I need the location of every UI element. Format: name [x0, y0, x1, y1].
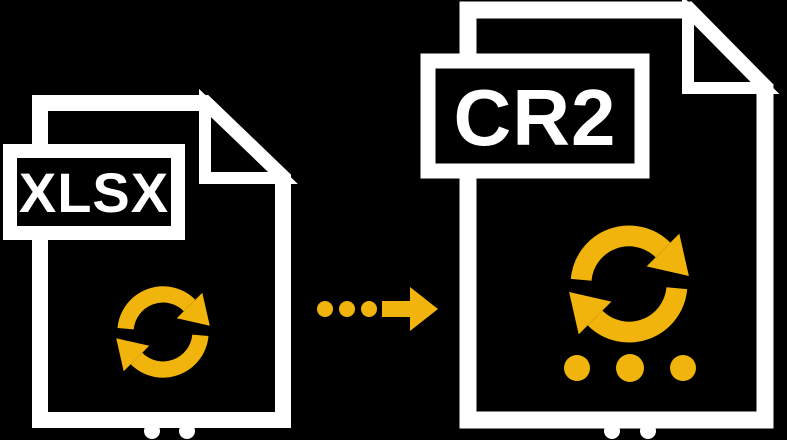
target-sync-icon [569, 225, 689, 343]
dot [144, 423, 160, 439]
source-file-fold-corner-icon [199, 88, 298, 184]
source-file-label: XLSX [19, 161, 169, 224]
dot [564, 355, 590, 381]
source-file-label-box [3, 144, 185, 240]
source-sync-icon [116, 286, 210, 378]
arrow-dot [361, 301, 377, 317]
target-file-fold-corner-icon [682, 0, 780, 94]
arrow-dot [339, 301, 355, 317]
source-file-icon: XLSX [3, 88, 298, 439]
target-file-bottom-dots [604, 423, 656, 439]
dot [616, 354, 644, 382]
dot [179, 423, 195, 439]
target-file-label-box [420, 53, 650, 179]
dot [640, 423, 656, 439]
dot [604, 423, 620, 439]
conversion-arrow [317, 287, 438, 331]
target-ellipsis-dots [564, 354, 696, 382]
arrow-shaft [382, 301, 412, 317]
arrow-dot [317, 301, 333, 317]
target-file-icon: CR2 [420, 0, 780, 439]
arrow-head-icon [410, 287, 438, 331]
target-file-label: CR2 [453, 73, 616, 162]
source-file-bottom-dots [144, 423, 195, 439]
dot [670, 355, 696, 381]
